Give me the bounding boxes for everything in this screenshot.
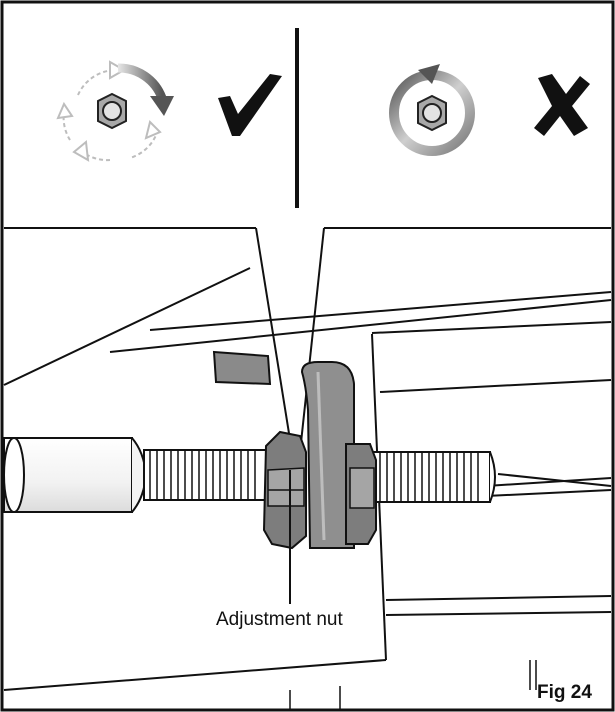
rotation-arrow-solid xyxy=(117,63,167,100)
rotate-arrows-icon xyxy=(56,60,162,162)
figure-number-label: Fig 24 xyxy=(537,682,592,703)
adjustment-nut-label: Adjustment nut xyxy=(216,609,343,630)
check-mark-icon xyxy=(218,74,282,136)
bracket-tab xyxy=(212,350,272,386)
l-bracket xyxy=(300,361,355,549)
arrow-head-icon xyxy=(150,96,174,116)
lock-nut xyxy=(345,443,377,545)
correct-example xyxy=(56,60,282,162)
cross-mark-icon xyxy=(534,74,590,136)
threaded-rod-right xyxy=(371,451,496,503)
threaded-rod-left xyxy=(143,449,267,501)
cable-line xyxy=(497,473,612,487)
incorrect-example xyxy=(389,64,590,156)
cable-tube xyxy=(3,437,148,513)
arrow-head-icon xyxy=(418,64,440,84)
mechanism-scene xyxy=(3,267,612,710)
adjustment-nut xyxy=(262,430,307,550)
zoom-callout xyxy=(4,227,611,453)
